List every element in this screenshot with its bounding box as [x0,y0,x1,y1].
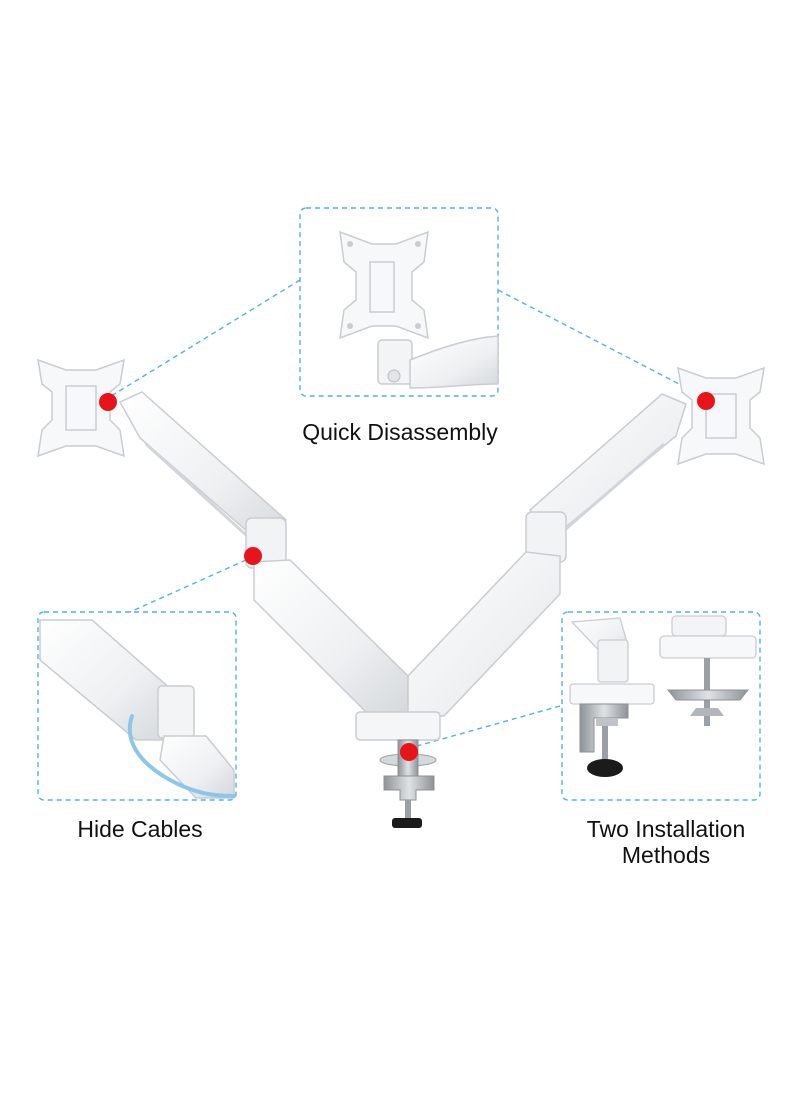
callout-connectors [107,279,707,749]
left-vesa-plate [37,358,125,458]
callout-box-hide-cables [37,611,237,801]
base-clamp [355,711,441,828]
hide-cables-label: Hide Cables [77,816,203,842]
two-installation-methods-label: Two Installation Methods [556,816,776,868]
quick-disassembly-label: Quick Disassembly [302,419,498,445]
hotspots [99,392,715,761]
clamp-mount-detail [569,617,655,777]
grommet-mount-detail [659,615,757,726]
dual-monitor-arm [37,358,765,828]
vesa-plate-detail [339,230,429,340]
callout-box-two-installation-methods [561,611,761,801]
quick-release-joint-detail [377,335,499,389]
hotspot-dot-left-elbow [244,547,262,565]
right-vesa-plate [677,366,765,466]
callout-box-quick-disassembly [299,207,499,397]
cable-channel-detail [39,619,236,799]
hotspot-dot-left-plate [99,393,117,411]
two-installation-line1: Two Installation [586,816,746,842]
two-installation-line2: Methods [621,842,711,868]
hotspot-dot-right-plate [697,392,715,410]
hotspot-dot-base [400,743,418,761]
